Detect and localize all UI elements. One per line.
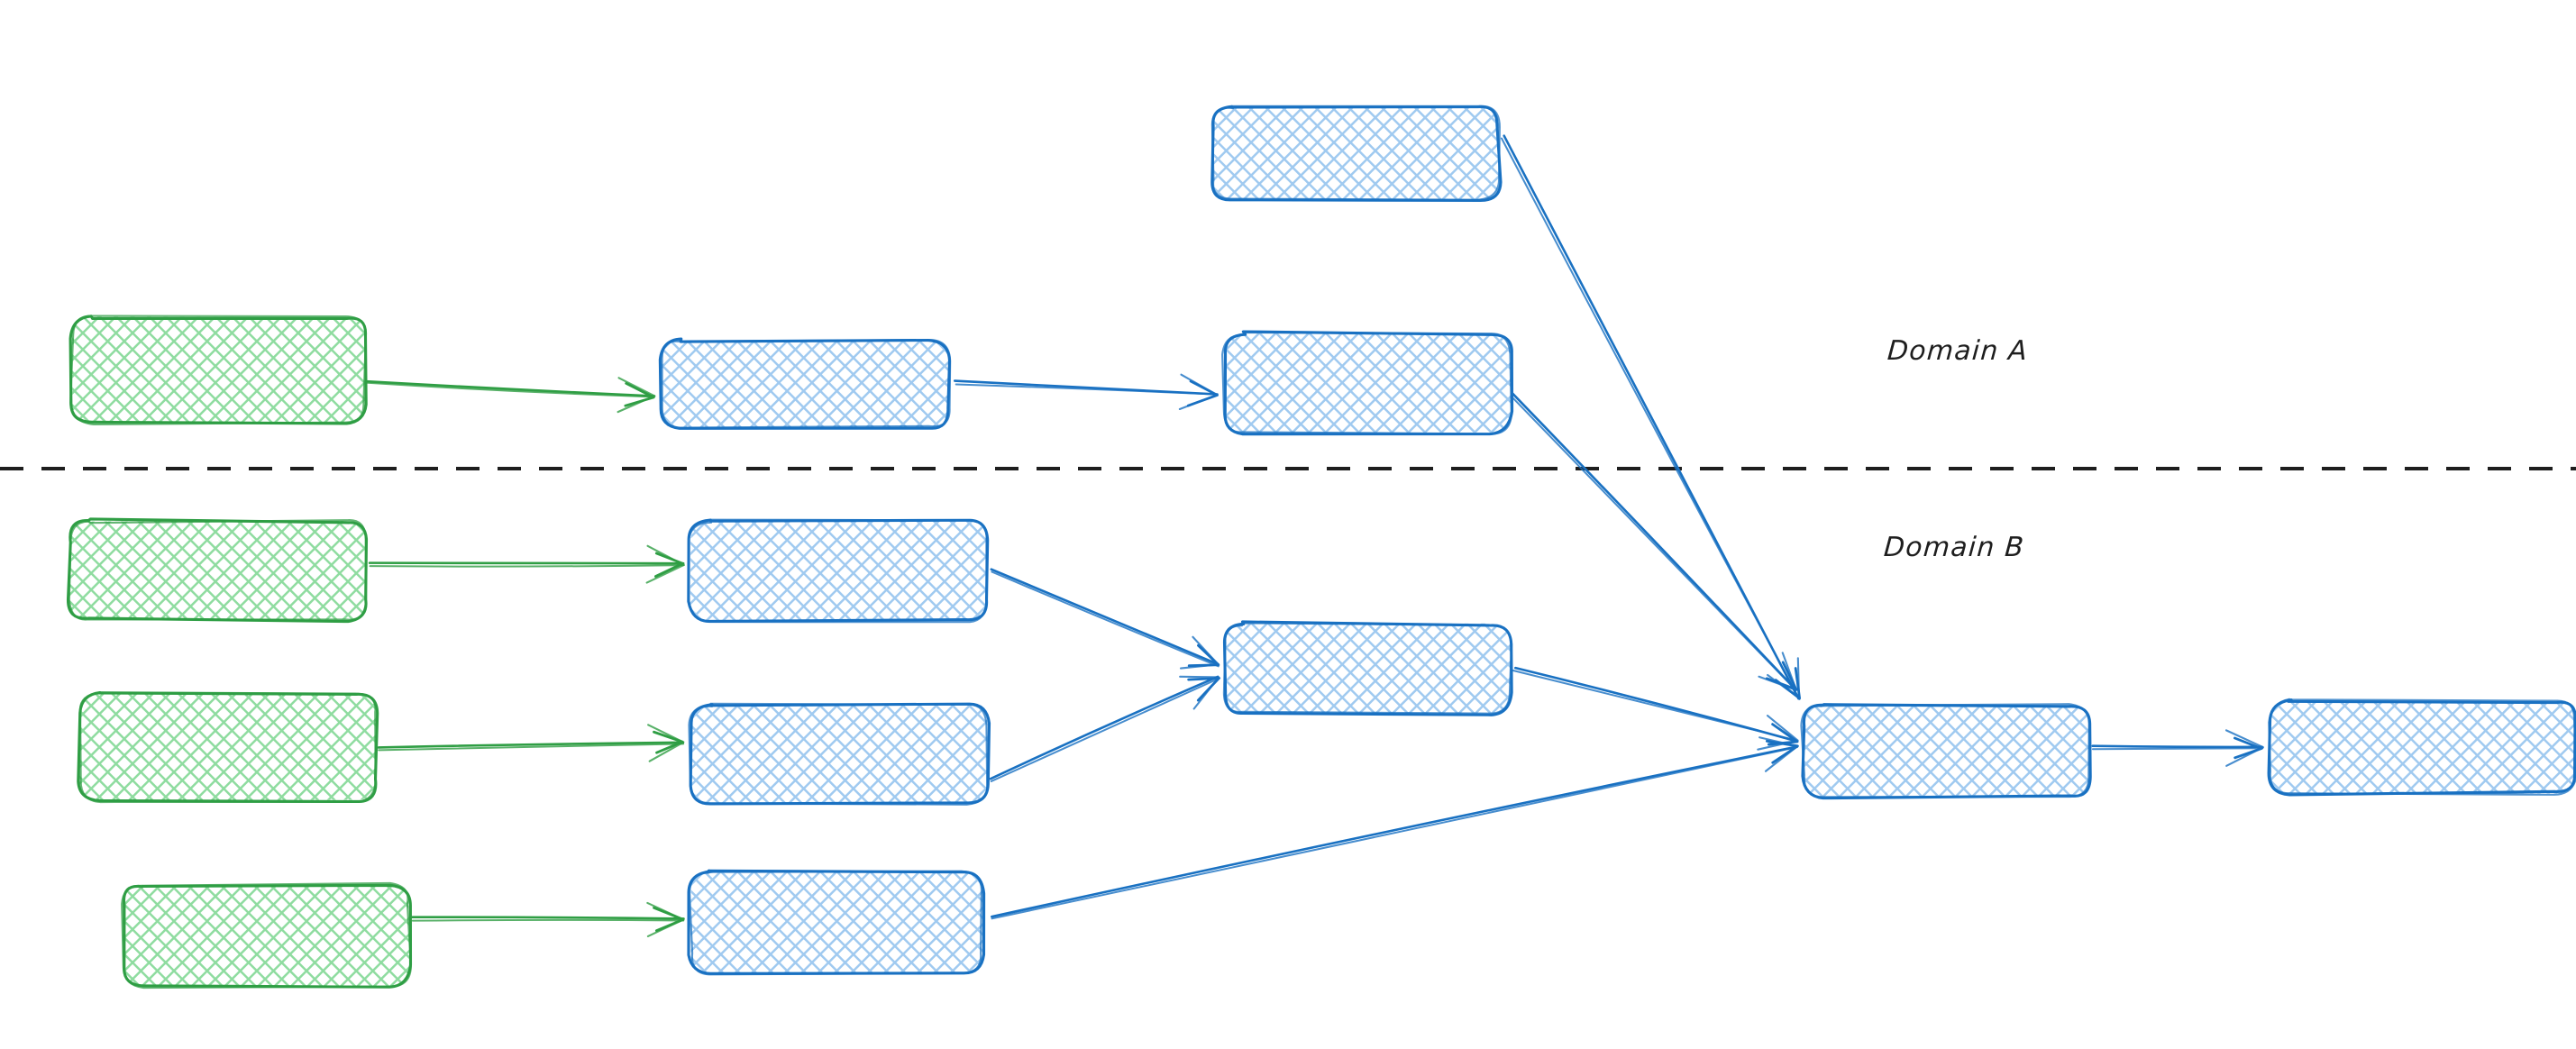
node-a-blue-1[interactable] [658, 337, 952, 430]
node-b-blue-hub[interactable] [1222, 620, 1513, 716]
node-layer [66, 105, 2576, 990]
edge-e2 [953, 373, 1219, 411]
edge-arrowhead [1757, 715, 1799, 751]
node-outline [688, 870, 983, 976]
node-outline [78, 691, 377, 804]
edge-line [369, 564, 685, 568]
node-fill [72, 316, 366, 424]
edge-line [411, 916, 685, 920]
edge-arrowhead [1758, 736, 1799, 772]
edge-e5 [368, 544, 685, 584]
node-a-top-blue[interactable] [1210, 105, 1503, 202]
node-outline [69, 315, 367, 426]
edge-line [1509, 394, 1797, 691]
node-fill [1223, 623, 1512, 715]
edge-e7 [411, 901, 685, 937]
edge-arrowhead [617, 377, 656, 414]
edge-e8 [990, 568, 1220, 670]
node-outline [1210, 105, 1501, 201]
node-fill [690, 704, 988, 805]
node-b-blue-1[interactable] [687, 518, 990, 624]
edge-arrowhead [645, 544, 685, 584]
edge-e4 [1509, 392, 1798, 691]
node-outline [1223, 330, 1514, 436]
node-fill [690, 521, 988, 621]
edge-e11 [991, 736, 1799, 920]
node-outline [687, 518, 988, 624]
node-fill [1211, 106, 1500, 200]
node-fill [660, 340, 950, 428]
node-outline [661, 339, 952, 429]
edge-line [990, 677, 1221, 782]
edge-layer [0, 134, 2576, 937]
edge-line [990, 568, 1219, 666]
node-a-blue-2[interactable] [1221, 330, 1514, 436]
node-b-green-1[interactable] [66, 517, 369, 624]
edge-line [989, 675, 1219, 780]
node-outline [121, 881, 412, 990]
node-b-blue-2[interactable] [688, 702, 991, 806]
node-outline [2268, 698, 2576, 796]
node-fill [122, 884, 410, 987]
edge-e12 [2091, 729, 2265, 767]
edge-arrowhead [1179, 675, 1220, 710]
edge-line [1512, 669, 1798, 742]
edge-arrowhead [624, 381, 655, 407]
edge-arrowhead [647, 724, 685, 762]
edge-e9 [989, 675, 1221, 782]
node-b-green-2[interactable] [77, 690, 379, 804]
node-outline [1221, 331, 1512, 435]
edge-arrowhead [1178, 373, 1219, 411]
edge-e6 [377, 724, 685, 762]
edge-arrowhead [646, 901, 685, 937]
edge-line [368, 561, 685, 565]
node-outline [68, 519, 368, 621]
node-b-blue-3[interactable] [687, 869, 986, 976]
node-fill [690, 871, 983, 973]
node-a-green-1[interactable] [69, 315, 368, 426]
edge-e10 [1512, 666, 1799, 751]
edge-arrowhead [1179, 635, 1219, 670]
edge-line [365, 379, 656, 397]
domain-a-label: Domain A [1886, 335, 2030, 367]
node-outline [1800, 703, 2090, 798]
edge-line [1501, 137, 1801, 700]
edge-line [2091, 744, 2263, 749]
node-b-blue-final[interactable] [2267, 698, 2576, 797]
edge-e3 [1501, 134, 1802, 700]
node-fill [78, 693, 377, 801]
node-fill [1223, 333, 1512, 433]
edge-arrowhead [1758, 652, 1798, 691]
edge-line [364, 381, 655, 398]
edge-line [991, 570, 1219, 668]
edge-line [377, 741, 685, 749]
edge-line [991, 746, 1798, 920]
edge-line [411, 918, 685, 922]
domain-b-label: Domain B [1882, 532, 2026, 563]
edge-arrowhead [2224, 729, 2265, 767]
edge-line [2091, 747, 2264, 751]
node-fill [1802, 704, 2089, 798]
node-outline [688, 702, 989, 806]
edge-line [991, 745, 1799, 918]
node-b-green-3[interactable] [121, 881, 413, 990]
node-outline [1222, 622, 1513, 715]
edge-e1 [364, 377, 656, 414]
node-fill [69, 521, 368, 620]
edge-line [378, 743, 685, 752]
edge-line [955, 383, 1219, 396]
node-b-blue-merge[interactable] [1800, 703, 2092, 800]
node-fill [2269, 701, 2576, 794]
